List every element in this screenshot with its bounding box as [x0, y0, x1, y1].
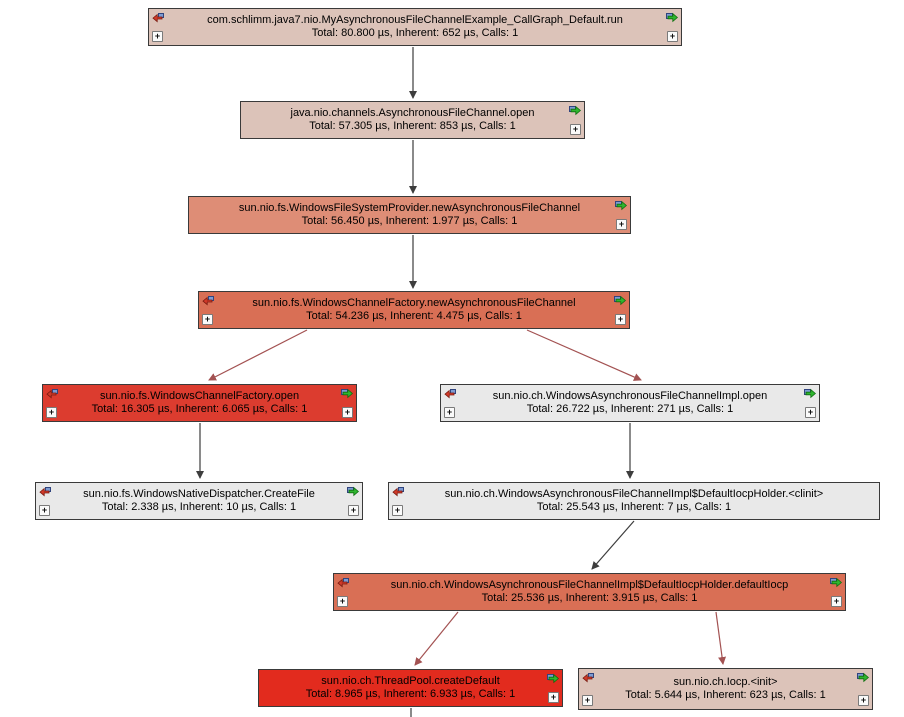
call-edge	[414, 611, 459, 666]
expand-callees-button[interactable]: +	[348, 505, 359, 516]
expand-callees-button[interactable]: +	[831, 596, 842, 607]
expand-callees-button[interactable]: +	[548, 692, 559, 703]
expand-callees-button[interactable]: +	[615, 314, 626, 325]
expand-callers-button[interactable]: +	[444, 407, 455, 418]
expand-callees-button[interactable]: +	[342, 407, 353, 418]
outgoing-calls-icon	[665, 12, 678, 23]
incoming-calls-icon	[337, 577, 350, 588]
node-stats: Total: 80.800 µs, Inherent: 652 µs, Call…	[311, 27, 519, 39]
call-graph-node[interactable]: sun.nio.fs.WindowsChannelFactory.newAsyn…	[198, 291, 630, 329]
expand-callees-button[interactable]: +	[667, 31, 678, 42]
call-graph-node[interactable]: sun.nio.ch.WindowsAsynchronousFileChanne…	[333, 573, 846, 611]
node-stats: Total: 25.543 µs, Inherent: 7 µs, Calls:…	[536, 501, 732, 513]
outgoing-calls-icon	[803, 388, 816, 399]
outgoing-calls-icon	[614, 200, 627, 211]
call-edge	[715, 611, 727, 665]
call-graph-node[interactable]: sun.nio.ch.WindowsAsynchronousFileChanne…	[388, 482, 880, 520]
node-method-name: sun.nio.ch.WindowsAsynchronousFileChanne…	[444, 488, 824, 500]
node-stats: Total: 2.338 µs, Inherent: 10 µs, Calls:…	[101, 501, 297, 513]
call-edge	[208, 329, 308, 381]
expand-callees-button[interactable]: +	[570, 124, 581, 135]
expand-callees-button[interactable]: +	[858, 695, 869, 706]
incoming-calls-icon	[152, 12, 165, 23]
node-stats: Total: 16.305 µs, Inherent: 6.065 µs, Ca…	[91, 403, 308, 415]
call-graph-node[interactable]: sun.nio.ch.Iocp.<init>Total: 5.644 µs, I…	[578, 668, 873, 710]
expand-callers-button[interactable]: +	[152, 31, 163, 42]
expand-callers-button[interactable]: +	[46, 407, 57, 418]
node-method-name: sun.nio.fs.WindowsFileSystemProvider.new…	[238, 202, 581, 214]
node-method-name: sun.nio.fs.WindowsNativeDispatcher.Creat…	[83, 488, 315, 500]
expand-callees-button[interactable]: +	[616, 219, 627, 230]
expand-callees-button[interactable]: +	[805, 407, 816, 418]
node-method-name: com.schlimm.java7.nio.MyAsynchronousFile…	[207, 14, 623, 26]
node-method-name: sun.nio.ch.Iocp.<init>	[673, 676, 778, 688]
outgoing-calls-icon	[568, 105, 581, 116]
node-method-name: sun.nio.ch.ThreadPool.createDefault	[321, 675, 500, 687]
outgoing-calls-icon	[340, 388, 353, 399]
expand-callers-button[interactable]: +	[39, 505, 50, 516]
node-stats: Total: 54.236 µs, Inherent: 4.475 µs, Ca…	[306, 310, 522, 322]
expand-callers-button[interactable]: +	[582, 695, 593, 706]
call-graph-node[interactable]: com.schlimm.java7.nio.MyAsynchronousFile…	[148, 8, 682, 46]
incoming-calls-icon	[392, 486, 405, 497]
outgoing-calls-icon	[346, 486, 359, 497]
outgoing-calls-icon	[856, 672, 869, 683]
node-method-name: sun.nio.fs.WindowsChannelFactory.newAsyn…	[252, 297, 576, 309]
call-graph-node[interactable]: sun.nio.ch.WindowsAsynchronousFileChanne…	[440, 384, 820, 422]
incoming-calls-icon	[46, 388, 59, 399]
incoming-calls-icon	[582, 672, 595, 683]
call-edge	[591, 520, 635, 570]
outgoing-calls-icon	[613, 295, 626, 306]
incoming-calls-icon	[444, 388, 457, 399]
node-stats: Total: 8.965 µs, Inherent: 6.933 µs, Cal…	[305, 688, 516, 700]
node-method-name: sun.nio.ch.WindowsAsynchronousFileChanne…	[492, 390, 768, 402]
outgoing-calls-icon	[829, 577, 842, 588]
node-stats: Total: 56.450 µs, Inherent: 1.977 µs, Ca…	[301, 215, 518, 227]
node-stats: Total: 25.536 µs, Inherent: 3.915 µs, Ca…	[481, 592, 698, 604]
expand-callers-button[interactable]: +	[337, 596, 348, 607]
node-method-name: java.nio.channels.AsynchronousFileChanne…	[290, 107, 535, 119]
call-graph-node[interactable]: java.nio.channels.AsynchronousFileChanne…	[240, 101, 585, 139]
incoming-calls-icon	[202, 295, 215, 306]
call-graph-node[interactable]: sun.nio.fs.WindowsFileSystemProvider.new…	[188, 196, 631, 234]
node-method-name: sun.nio.ch.WindowsAsynchronousFileChanne…	[390, 579, 789, 591]
expand-callers-button[interactable]: +	[202, 314, 213, 325]
node-stats: Total: 57.305 µs, Inherent: 853 µs, Call…	[309, 120, 516, 132]
call-graph-node[interactable]: sun.nio.fs.WindowsNativeDispatcher.Creat…	[35, 482, 363, 520]
expand-callers-button[interactable]: +	[392, 505, 403, 516]
node-method-name: sun.nio.fs.WindowsChannelFactory.open	[99, 390, 300, 402]
outgoing-calls-icon	[546, 673, 559, 684]
node-stats: Total: 5.644 µs, Inherent: 623 µs, Calls…	[625, 689, 826, 701]
node-stats: Total: 26.722 µs, Inherent: 271 µs, Call…	[526, 403, 734, 415]
incoming-calls-icon	[39, 486, 52, 497]
call-edge	[526, 329, 642, 381]
